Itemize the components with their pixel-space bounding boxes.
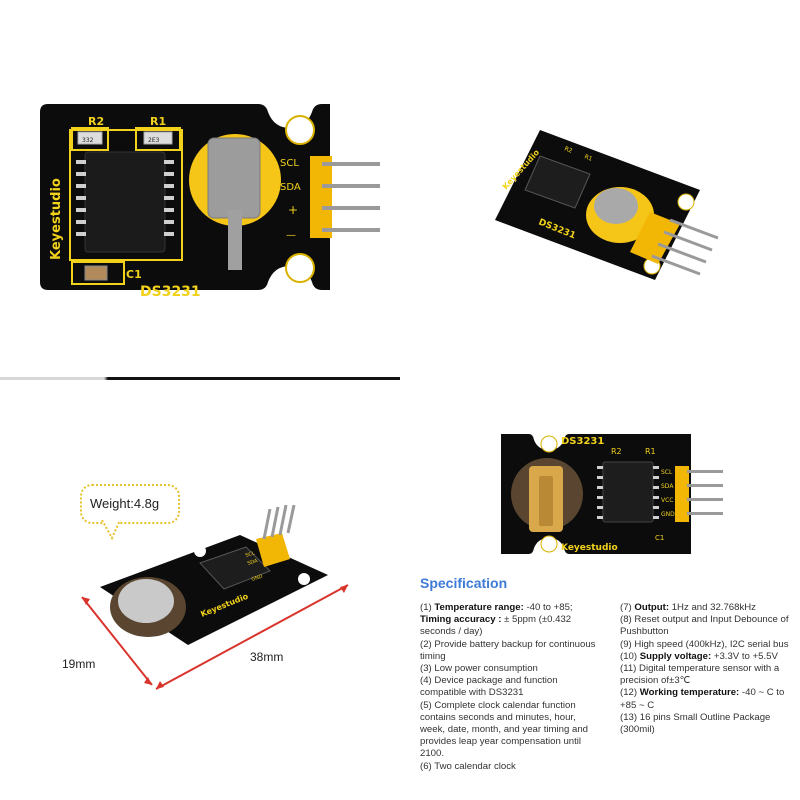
mount-hole [540,535,558,553]
label-r2: R2 [88,115,104,128]
spec-item: (11) Digital temperature sensor with a p… [620,663,780,687]
label-r1-code: 2E3 [148,137,160,144]
mount-hole [285,253,315,283]
resistor-r2 [77,131,103,145]
label-pin-vcc: VCC [661,497,673,504]
spec-item: (10) Supply voltage: +3.3V to +5.5V [620,650,778,662]
rtc-chip [524,155,591,209]
resistor-r1 [143,131,173,145]
spec-item: (7) Output: 1Hz and 32.768kHz [620,602,756,613]
label-pin-minus: — [286,230,296,241]
label-r2-code: 332 [82,137,94,144]
header-pins [256,505,296,567]
header-pins [630,212,719,276]
label-model: DS3231 [561,436,604,447]
divider [0,377,400,380]
spec-title: Specification [420,575,508,591]
bubble-tail [101,520,121,540]
header-pins [310,156,380,238]
rtc-chip [602,461,654,523]
label-r1: R1 [150,115,166,128]
spec-item: (12) Working temperature: -40 ~ C to +85… [620,687,785,711]
length-dimension-label: 38mm [250,650,284,664]
spec-column-right: (7) Output: 1Hz and 32.768kHz (8) Reset … [620,602,790,736]
mount-hole [285,115,315,145]
label-pin-gnd: GND [661,511,675,518]
spec-item: (6) Two calendar clock [420,760,516,772]
spec-item: (4) Device package and function compatib… [420,675,558,699]
spec-item: (5) Complete clock calendar function con… [420,699,588,760]
label-r2: R2 [563,145,573,155]
label-r1: R1 [583,153,593,163]
weight-bubble [80,484,180,524]
board-photo-dimensions: Keyestudio SCL SDA GND [81,505,349,690]
label-pin-sda: SDA [280,182,301,193]
label-pin-gnd: GND [251,574,264,583]
mount-hole [677,193,695,211]
label-brand: Keyestudio [49,178,64,260]
label-pin-scl: SCL [661,469,673,476]
spec-item: (13) 16 pins Small Outline Package (300m… [620,711,771,736]
board-photo-front: DS3231 R2 R1 C1 Keyestudio SCL SDA VCC G… [501,434,723,554]
label-c1: C1 [655,534,664,542]
spec-item: (3) Low power consumption [420,663,538,675]
spec-item: (2) Provide battery backup for continuou… [420,638,596,662]
label-pin-sda: SDA [661,483,674,490]
board-photo-top: R2 R1 332 2E3 C1 DS3231 Keyestudio SCL S… [40,104,380,300]
board-photo-angled: Keyestudio DS3231 R2 R1 [495,130,719,280]
mount-hole [194,545,206,557]
rtc-chip [199,546,271,590]
mount-hole [540,435,558,453]
label-pin-scl: SCL [280,158,299,169]
spec-item: (8) Reset output and Input Debounce of P… [620,614,789,638]
label-brand: Keyestudio [561,543,618,553]
label-r2: R2 [611,447,622,456]
label-model: DS3231 [140,284,201,300]
spec-item: (1) Temperature range: -40 to +85; [420,602,573,613]
header-pins [675,466,723,522]
label-pin-plus: + [288,203,298,217]
label-c1: C1 [126,268,142,281]
mount-hole [298,573,310,585]
weight-label: Weight:4.8g [90,496,160,511]
capacitor-c1 [84,265,108,281]
label-pin-sda: SDA [247,558,259,567]
label-r1: R1 [645,447,656,456]
spec-item: (9) High speed (400kHz), I2C serial bus [620,638,789,650]
spec-item: Timing accuracy : ± 5ppm (±0.432 seconds… [420,614,572,638]
rtc-chip [84,151,166,253]
label-pin-scl: SCL [245,550,256,559]
width-dimension-label: 19mm [62,657,96,671]
spec-column-left: (1) Temperature range: -40 to +85; Timin… [420,602,600,773]
